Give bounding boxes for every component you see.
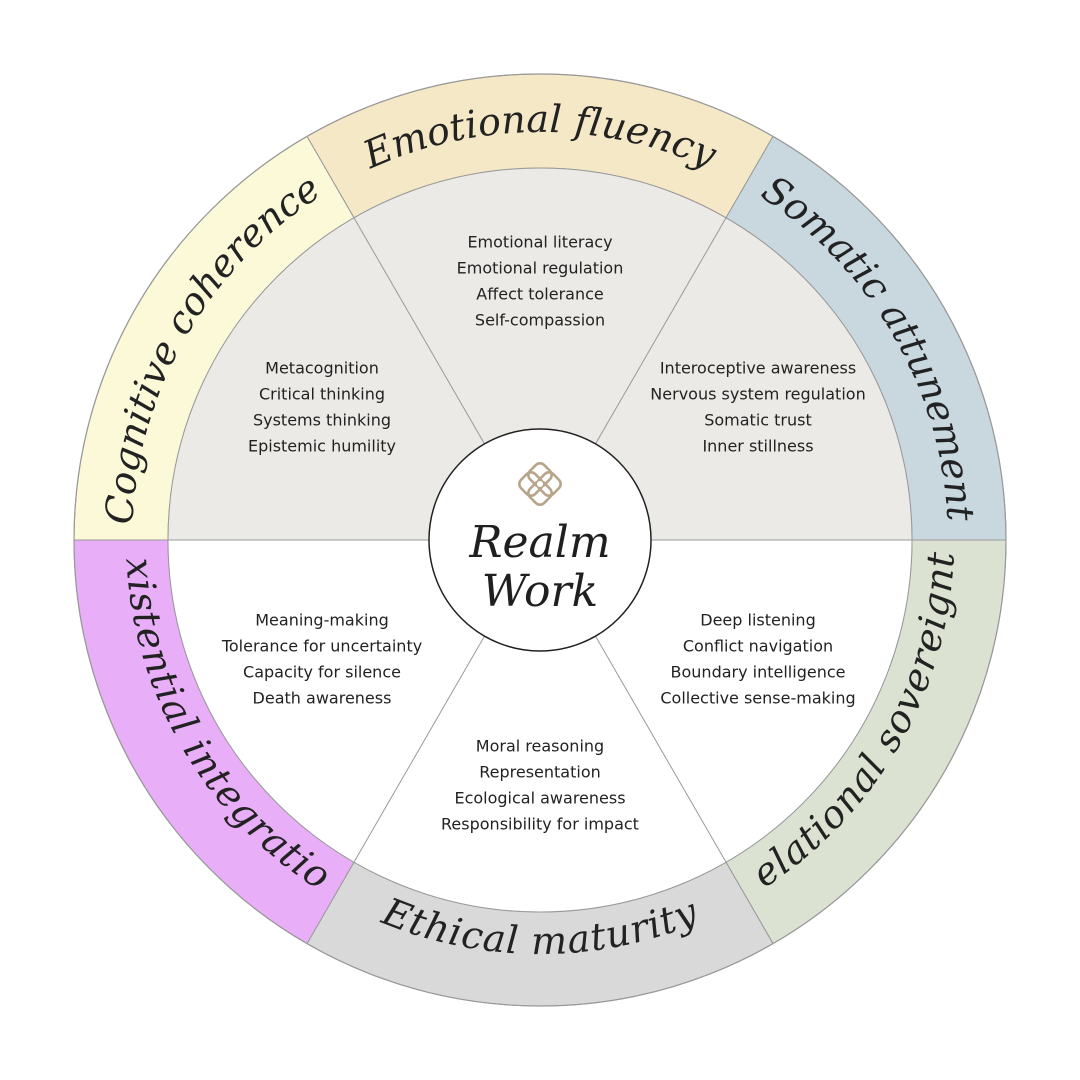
skill-item: Critical thinking — [259, 385, 385, 404]
inner-border — [167, 167, 913, 913]
sector-dividers — [73, 73, 1007, 1007]
skill-item: Collective sense-making — [660, 689, 855, 708]
skill-list-ethical-maturity: Moral reasoningRepresentationEcological … — [441, 737, 639, 834]
skill-item: Systems thinking — [253, 411, 391, 430]
skill-item: Death awareness — [253, 689, 392, 708]
center-circle — [428, 428, 652, 652]
radial-divider — [595, 635, 727, 863]
skill-item: Emotional regulation — [457, 259, 624, 278]
skill-item: Epistemic humility — [248, 437, 396, 456]
center-hub: Realm Work — [428, 428, 652, 652]
skill-item: Self-compassion — [475, 311, 605, 330]
skill-item: Inner stillness — [702, 437, 813, 456]
center-title-line2: Work — [482, 566, 598, 617]
skill-item: Emotional literacy — [467, 233, 612, 252]
celtic-knot-icon — [518, 462, 562, 506]
center-title-line1: Realm — [468, 517, 610, 568]
skill-item: Responsibility for impact — [441, 815, 639, 834]
skill-item: Deep listening — [700, 611, 815, 630]
outer-border — [73, 73, 1007, 1007]
wedge-somatic-attunement — [540, 217, 912, 540]
wedge-emotional-fluency — [354, 167, 726, 540]
skill-item: Representation — [479, 763, 601, 782]
radial-divider — [353, 635, 485, 863]
wedge-existential-integration — [168, 540, 540, 863]
skill-item: Tolerance for uncertainty — [221, 637, 422, 656]
skill-item: Moral reasoning — [476, 737, 604, 756]
radial-divider — [595, 217, 727, 445]
skill-item: Metacognition — [265, 359, 379, 378]
wedge-cognitive-coherence — [168, 217, 540, 540]
skill-item: Conflict navigation — [683, 637, 833, 656]
skill-item: Boundary intelligence — [671, 663, 846, 682]
inner-disc — [168, 167, 912, 912]
radial-divider — [353, 217, 485, 445]
skill-item: Meaning-making — [255, 611, 389, 630]
skill-item: Affect tolerance — [476, 285, 603, 304]
skill-item: Ecological awareness — [454, 789, 625, 808]
skill-item: Nervous system regulation — [650, 385, 865, 404]
skill-item: Interoceptive awareness — [660, 359, 856, 378]
skill-item: Capacity for silence — [243, 663, 401, 682]
skill-item: Somatic trust — [704, 411, 812, 430]
wedge-relational-sovereignty — [540, 540, 912, 863]
wedge-ethical-maturity — [354, 540, 726, 912]
